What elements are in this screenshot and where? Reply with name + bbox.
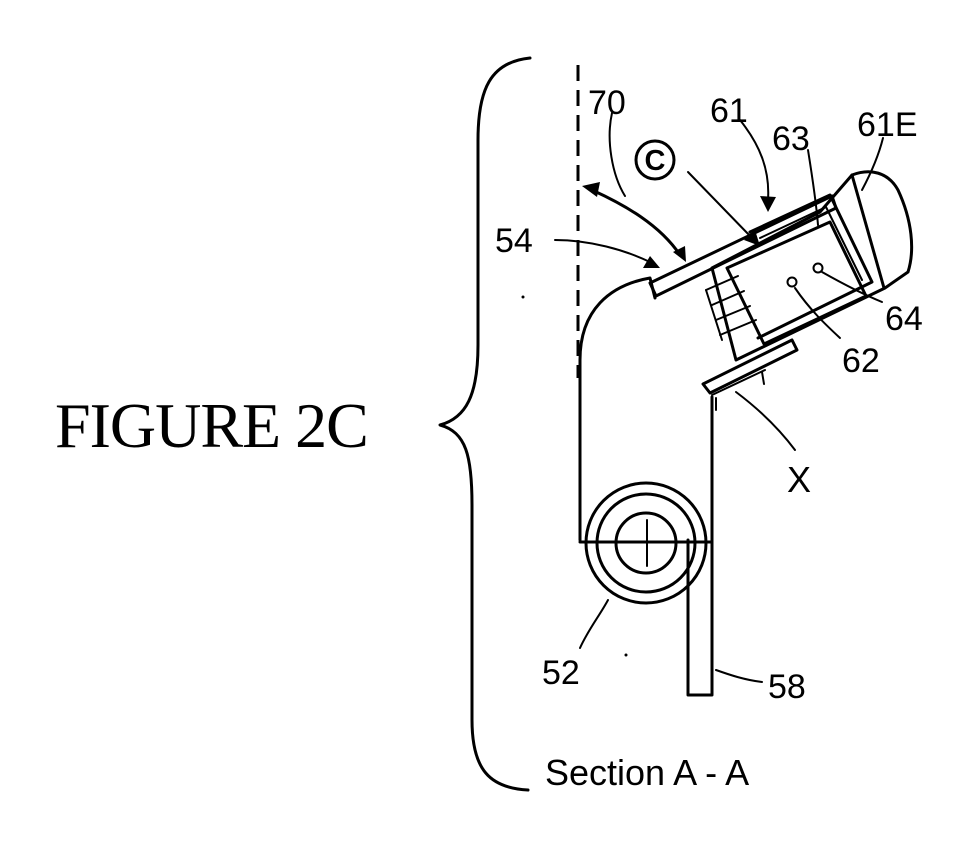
angle-arrow-70-head-left: [582, 182, 600, 197]
figure-title: FIGURE 2C: [55, 390, 368, 461]
label-62: 62: [842, 342, 880, 380]
label-61: 61: [710, 92, 748, 130]
curly-brace: [440, 58, 530, 790]
leader-52: [580, 600, 608, 648]
lower-plate-underside: [712, 370, 765, 395]
plate-54: [650, 196, 836, 296]
speck: [625, 654, 628, 657]
label-x: X: [787, 459, 811, 500]
label-58: 58: [768, 668, 806, 706]
vertical-bar-58: [688, 397, 712, 695]
speck: [522, 296, 525, 299]
label-52: 52: [542, 654, 580, 692]
pin-64: [814, 264, 823, 273]
arm-outline: [580, 278, 655, 540]
label-70: 70: [588, 84, 626, 122]
pin-62: [788, 278, 797, 287]
leader-c: [688, 172, 752, 238]
leader-x: [736, 392, 795, 450]
label-54: 54: [495, 222, 533, 260]
label-61e: 61E: [857, 106, 918, 144]
leader-54-head: [643, 256, 660, 268]
leader-64: [822, 272, 882, 302]
leader-61e: [862, 138, 883, 190]
leader-54: [555, 240, 650, 262]
leader-70: [610, 113, 625, 196]
leader-61: [740, 120, 768, 200]
lower-plate: [703, 340, 797, 393]
label-63: 63: [772, 120, 810, 158]
label-64: 64: [885, 300, 923, 338]
housing-61: [712, 172, 912, 360]
section-caption: Section A - A: [545, 752, 749, 793]
connector-ribs: [706, 276, 756, 340]
leader-61-head: [760, 196, 776, 212]
leader-58: [716, 670, 762, 682]
label-c: C: [645, 145, 666, 177]
lower-plate-tick-2: [762, 372, 764, 384]
